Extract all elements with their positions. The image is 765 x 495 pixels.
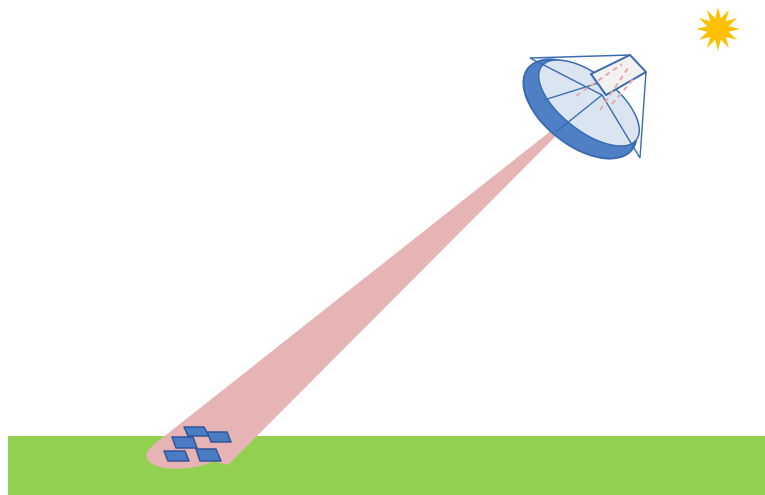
sun-icon xyxy=(696,7,740,51)
feed-struts xyxy=(529,54,647,159)
ground xyxy=(8,436,765,495)
solar-panel-icon xyxy=(183,426,210,437)
solar-panel-icon xyxy=(206,431,232,443)
reflected-rays xyxy=(575,63,637,111)
power-beam xyxy=(146,130,556,469)
ground-receiver-array xyxy=(163,426,232,462)
beam-cone xyxy=(152,130,556,465)
parabolic-dish-icon xyxy=(522,54,647,160)
solar-panel-icon xyxy=(195,448,222,462)
solar-panel-icon xyxy=(171,436,198,449)
feed-receiver xyxy=(590,54,647,96)
solar-panel-icon xyxy=(163,450,190,462)
sun-rays xyxy=(696,7,740,51)
